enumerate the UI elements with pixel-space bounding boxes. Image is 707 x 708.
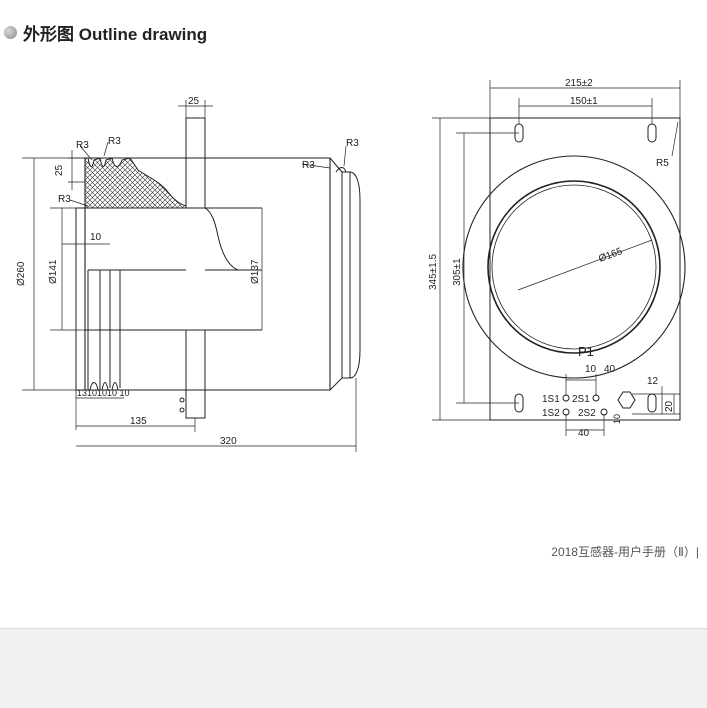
dim-width-holes: 150±1 (570, 96, 598, 107)
mark-p1: P1 (578, 344, 594, 359)
dim-len-320: 320 (220, 436, 237, 447)
label-r3-b: R3 (108, 136, 121, 147)
terminal-2s2: 2S2 (578, 408, 596, 419)
footer-band (0, 628, 707, 708)
dim-grooves: 13101010 10 (77, 388, 130, 398)
hatched-section (84, 157, 187, 209)
dim-dia-outer: Ø260 (16, 261, 27, 286)
terminal-post-top (185, 117, 206, 209)
dim-10-top: 10 (585, 364, 597, 375)
dim-20: 20 (664, 400, 675, 412)
dim-left-height: 25 (54, 164, 65, 176)
dim-dia-window: Ø165 (597, 246, 624, 265)
label-r3-e: R3 (346, 138, 359, 149)
section-title: 外形图 Outline drawing (23, 24, 208, 44)
ground-terminal (617, 391, 636, 409)
dim-len-135: 135 (130, 416, 147, 427)
outline-drawing: 25 25 R3 R3 R3 R3 R3 10 Ø260 Ø141 Ø137 1… (16, 78, 686, 452)
grooves (87, 270, 121, 391)
inner-curve (204, 207, 262, 271)
label-r3-d: R3 (302, 160, 315, 171)
dim-10-right: 10 (612, 414, 622, 424)
window-circle (487, 180, 661, 354)
terminal-1s2: 1S2 (542, 408, 560, 419)
dim-dia-inner: Ø141 (48, 259, 59, 284)
dim-gap: 10 (90, 232, 102, 243)
section-heading: 外形图 Outline drawing (4, 21, 208, 44)
terminal-post-bottom (185, 329, 206, 419)
slot-br (647, 393, 657, 413)
slot-tr (647, 123, 657, 143)
right-flange (329, 157, 343, 391)
dim-12: 12 (647, 376, 659, 387)
page: 外形图 Outline drawing (4, 21, 699, 559)
outer-ring (462, 155, 686, 379)
dim-height-total: 345±1.5 (428, 253, 439, 290)
front-view (432, 80, 686, 436)
label-r3-c: R3 (58, 194, 71, 205)
dim-40-top: 40 (604, 364, 616, 375)
labels: 25 25 R3 R3 R3 R3 R3 10 Ø260 Ø141 Ø137 1… (16, 78, 675, 447)
dim-height-holes: 305±1 (452, 258, 463, 286)
dim-width-total: 215±2 (565, 78, 593, 89)
left-flange (75, 207, 85, 391)
base-plate (489, 117, 681, 421)
terminal-1s1: 1S1 (542, 394, 560, 405)
label-r5: R5 (656, 158, 669, 169)
dim-top-width: 25 (188, 96, 200, 107)
dim-40-bottom: 40 (578, 428, 590, 439)
bullet-icon (4, 25, 17, 39)
terminal-2s1: 2S1 (572, 394, 590, 405)
footer-text: 2018互感器-用户手册（Ⅱ）| (551, 545, 699, 559)
dim-dia-bore: Ø137 (250, 259, 261, 284)
side-view (22, 100, 361, 452)
label-r3-a: R3 (76, 140, 89, 151)
